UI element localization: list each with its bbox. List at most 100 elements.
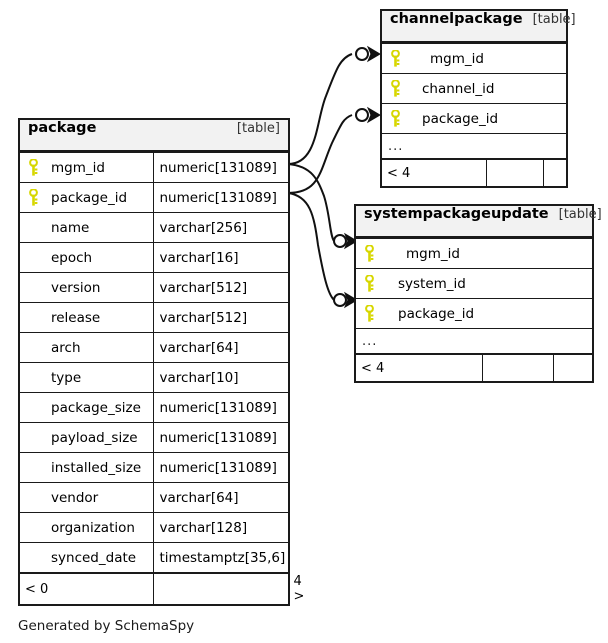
column-name: payload_size — [51, 429, 138, 446]
column-name: channel_id — [422, 80, 495, 97]
table-row[interactable]: vendor varchar[64] — [20, 482, 288, 513]
edge-package-packageid-to-channelpackage-packageid — [287, 114, 353, 194]
cardinality-zero-circle — [333, 293, 347, 307]
cardinality-zero-circle — [333, 234, 347, 248]
table-channelpackage-title: channelpackage — [390, 11, 523, 27]
column-type: numeric[131089] — [153, 152, 288, 183]
column-type: numeric[131089] — [153, 392, 288, 423]
key-icon — [386, 110, 404, 127]
column-name: release — [51, 309, 101, 326]
footer-next-count — [553, 353, 592, 381]
footer-middle — [482, 353, 554, 381]
table-package-title: package — [28, 120, 97, 136]
key-icon — [360, 275, 378, 292]
table-systempackageupdate-columns: mgm_id — [356, 238, 592, 353]
column-name: package_id — [398, 305, 475, 322]
column-name: mgm_id — [51, 159, 105, 176]
column-name: version — [51, 279, 101, 296]
column-name: epoch — [51, 249, 93, 266]
column-name: synced_date — [51, 549, 137, 566]
column-name: system_id — [398, 275, 466, 292]
column-type: varchar[512] — [153, 272, 288, 303]
column-type: varchar[10] — [153, 362, 288, 393]
column-type: varchar[64] — [153, 332, 288, 363]
table-row[interactable]: type varchar[10] — [20, 362, 288, 393]
more-columns-ellipsis: ... — [382, 133, 566, 158]
column-type: varchar[256] — [153, 212, 288, 243]
table-row[interactable]: package_id — [382, 103, 566, 134]
column-type: numeric[131089] — [153, 452, 288, 483]
footer-prev-count[interactable]: < 4 — [356, 353, 483, 381]
column-type: varchar[512] — [153, 302, 288, 333]
table-row[interactable]: channel_id — [382, 73, 566, 104]
table-package-footer[interactable]: < 0 4 > — [20, 572, 304, 604]
table-row[interactable]: arch varchar[64] — [20, 332, 288, 363]
column-type: timestamptz[35,6] — [153, 542, 288, 573]
table-channelpackage-tag: [table] — [532, 11, 576, 27]
key-icon — [360, 245, 378, 262]
column-name: package_id — [422, 110, 499, 127]
table-row[interactable]: payload_size numeric[131089] — [20, 422, 288, 453]
column-name: mgm_id — [430, 50, 484, 67]
table-row[interactable]: version varchar[512] — [20, 272, 288, 303]
table-channelpackage-footer: < 4 — [382, 158, 566, 186]
key-icon — [386, 80, 404, 97]
table-systempackageupdate-footer: < 4 — [356, 353, 592, 381]
diagram-caption: Generated by SchemaSpy — [18, 618, 195, 634]
column-name: package_size — [51, 399, 141, 416]
table-row[interactable]: organization varchar[128] — [20, 512, 288, 543]
table-row[interactable]: epoch varchar[16] — [20, 242, 288, 273]
column-name: vendor — [51, 489, 99, 506]
table-channelpackage-columns: mgm_id — [382, 43, 566, 158]
table-row[interactable]: mgm_id numeric[131089] — [20, 152, 288, 183]
table-row-ellipsis: ... — [356, 328, 592, 353]
footer-next-count — [543, 158, 566, 186]
column-type: varchar[16] — [153, 242, 288, 273]
column-name: installed_size — [51, 459, 142, 476]
crows-foot-marker — [366, 106, 381, 124]
key-icon — [24, 189, 42, 206]
column-name: arch — [51, 339, 81, 356]
cardinality-zero-circle — [355, 108, 369, 122]
table-systempackageupdate-tag: [table] — [558, 206, 602, 222]
table-row[interactable]: package_size numeric[131089] — [20, 392, 288, 423]
column-type: numeric[131089] — [153, 182, 288, 213]
cardinality-zero-circle — [355, 47, 369, 61]
key-icon — [360, 305, 378, 322]
table-row[interactable]: synced_date timestamptz[35,6] — [20, 542, 288, 573]
footer-middle — [486, 158, 544, 186]
table-row[interactable]: mgm_id — [382, 43, 566, 74]
table-row[interactable]: package_id numeric[131089] — [20, 182, 288, 213]
table-channelpackage-header: channelpackage [table] — [382, 11, 576, 43]
column-name: mgm_id — [406, 245, 460, 262]
table-row[interactable]: name varchar[256] — [20, 212, 288, 243]
table-package-columns: mgm_id numeric[131089] — [20, 152, 304, 604]
key-icon — [24, 159, 42, 176]
column-type: numeric[131089] — [153, 422, 288, 453]
footer-prev-count[interactable]: < 0 — [20, 572, 154, 604]
table-systempackageupdate-header: systempackageupdate [table] — [356, 206, 602, 238]
table-channelpackage[interactable]: channelpackage [table] — [380, 9, 576, 188]
table-systempackageupdate[interactable]: systempackageupdate [table] — [354, 204, 602, 383]
table-systempackageupdate-title: systempackageupdate — [364, 206, 549, 222]
column-type: varchar[64] — [153, 482, 288, 513]
table-package[interactable]: package [table] — [18, 118, 304, 606]
edge-package-mgmid-to-systempackageupdate-mgmid — [287, 163, 335, 242]
table-row[interactable]: installed_size numeric[131089] — [20, 452, 288, 483]
footer-prev-count[interactable]: < 4 — [382, 158, 487, 186]
column-type: varchar[128] — [153, 512, 288, 543]
footer-middle — [153, 572, 289, 604]
column-name: name — [51, 219, 90, 236]
table-row[interactable]: system_id — [356, 268, 592, 299]
key-icon — [386, 50, 404, 67]
edge-package-packageid-to-systempackageupdate-packageid — [287, 192, 335, 301]
table-row-ellipsis: ... — [382, 133, 566, 158]
more-columns-ellipsis: ... — [356, 328, 592, 353]
table-row[interactable]: mgm_id — [356, 238, 592, 269]
table-row[interactable]: package_id — [356, 298, 592, 329]
table-row[interactable]: release varchar[512] — [20, 302, 288, 333]
column-name: organization — [51, 519, 135, 536]
edge-package-mgmid-to-channelpackage-mgmid — [287, 53, 353, 165]
table-package-tag: [table] — [236, 120, 280, 136]
